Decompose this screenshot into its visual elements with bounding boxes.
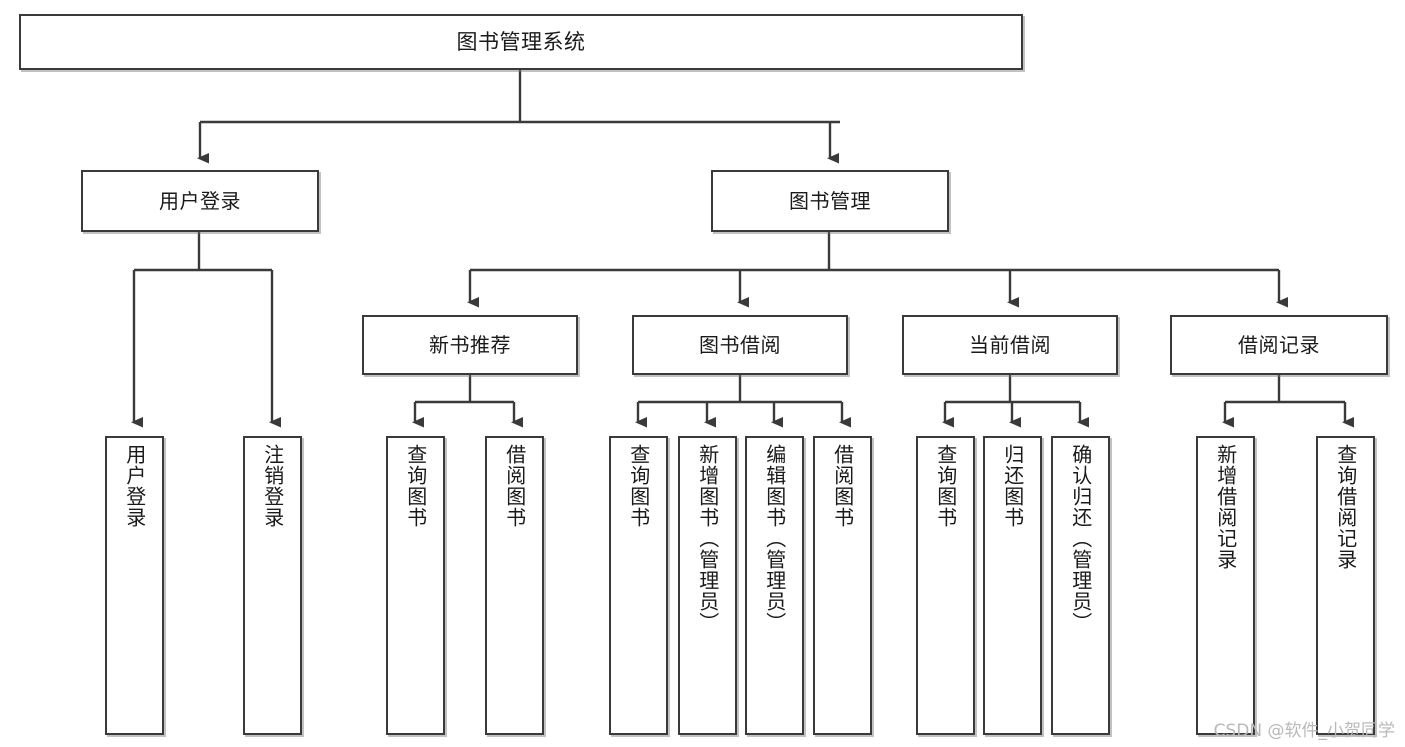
leaf-borrow-edit-book-admin[interactable]: 编辑图书（管理员） (745, 436, 804, 735)
node-label: 确认归还（管理员） (1068, 444, 1093, 633)
node-book-borrow[interactable]: 图书借阅 (632, 315, 848, 375)
node-label: 借阅图书 (502, 444, 527, 528)
node-label: 查询图书 (403, 444, 428, 528)
csdn-watermark: CSDN @软件_小贺同学 (1213, 721, 1395, 741)
node-label: 归还图书 (1000, 444, 1025, 528)
node-new-book-recommend[interactable]: 新书推荐 (362, 315, 578, 375)
node-label: 注销登录 (260, 444, 285, 528)
leaf-current-confirm-return-admin[interactable]: 确认归还（管理员） (1051, 436, 1110, 735)
node-label: 图书管理系统 (456, 29, 586, 54)
leaf-user-login-login[interactable]: 用户登录 (105, 436, 164, 735)
node-user-login[interactable]: 用户登录 (81, 170, 319, 232)
leaf-borrow-query-book[interactable]: 查询图书 (609, 436, 668, 735)
node-label: 编辑图书（管理员） (762, 444, 787, 633)
node-label: 查询图书 (933, 444, 958, 528)
node-root-book-management-system[interactable]: 图书管理系统 (19, 14, 1023, 70)
node-label: 新书推荐 (429, 332, 511, 357)
leaf-current-return-book[interactable]: 归还图书 (983, 436, 1042, 735)
node-label: 新增图书（管理员） (695, 444, 720, 633)
leaf-borrow-borrow-book[interactable]: 借阅图书 (813, 436, 872, 735)
node-borrow-record[interactable]: 借阅记录 (1170, 315, 1388, 375)
node-label: 图书借阅 (699, 332, 781, 357)
node-label: 借阅图书 (830, 444, 855, 528)
node-current-borrow[interactable]: 当前借阅 (902, 315, 1118, 375)
node-label: 用户登录 (122, 444, 147, 528)
node-label: 查询借阅记录 (1333, 444, 1358, 570)
leaf-record-query-borrow-record[interactable]: 查询借阅记录 (1316, 436, 1375, 735)
leaf-user-login-logout[interactable]: 注销登录 (243, 436, 302, 735)
node-label: 图书管理 (789, 188, 871, 213)
node-book-management[interactable]: 图书管理 (711, 170, 949, 232)
leaf-record-add-borrow-record[interactable]: 新增借阅记录 (1196, 436, 1255, 735)
leaf-recommend-query-book[interactable]: 查询图书 (386, 436, 445, 735)
node-label: 新增借阅记录 (1213, 444, 1238, 570)
node-label: 用户登录 (159, 188, 241, 213)
leaf-recommend-borrow-book[interactable]: 借阅图书 (485, 436, 544, 735)
leaf-borrow-add-book-admin[interactable]: 新增图书（管理员） (678, 436, 737, 735)
leaf-current-query-book[interactable]: 查询图书 (916, 436, 975, 735)
node-label: 当前借阅 (969, 332, 1051, 357)
node-label: 借阅记录 (1238, 332, 1320, 357)
node-label: 查询图书 (626, 444, 651, 528)
